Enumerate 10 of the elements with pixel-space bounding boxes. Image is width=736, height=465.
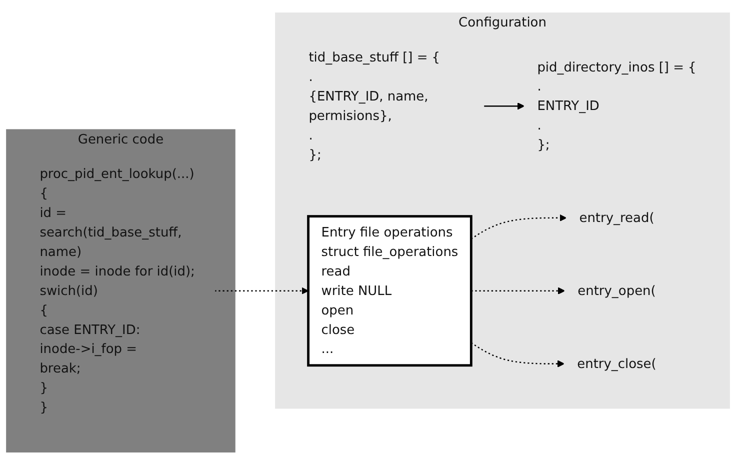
- node-text: entry_read(: [579, 210, 654, 226]
- node-text: pid_directory_inos [] = { . ENTRY_ID . };: [537, 59, 696, 152]
- node-text: entry_open(: [578, 282, 656, 298]
- node-text: entry_close(: [577, 356, 656, 372]
- node-text: proc_pid_ent_lookup(...) { id = search(tid_base_stuff, name) inode = inode for id(id); swich(id) { case ENTRY_ID: inode->i_fop = break; } }: [40, 166, 195, 415]
- arrow: [214, 287, 309, 294]
- node-box: Entry file operations struct file_operations read write NULL open close ...: [307, 215, 472, 367]
- arrow: [471, 287, 566, 294]
- arrow: [484, 102, 525, 110]
- node-text: tid_base_stuff [] = { . {ENTRY_ID, name, permisions}, . };: [308, 49, 440, 162]
